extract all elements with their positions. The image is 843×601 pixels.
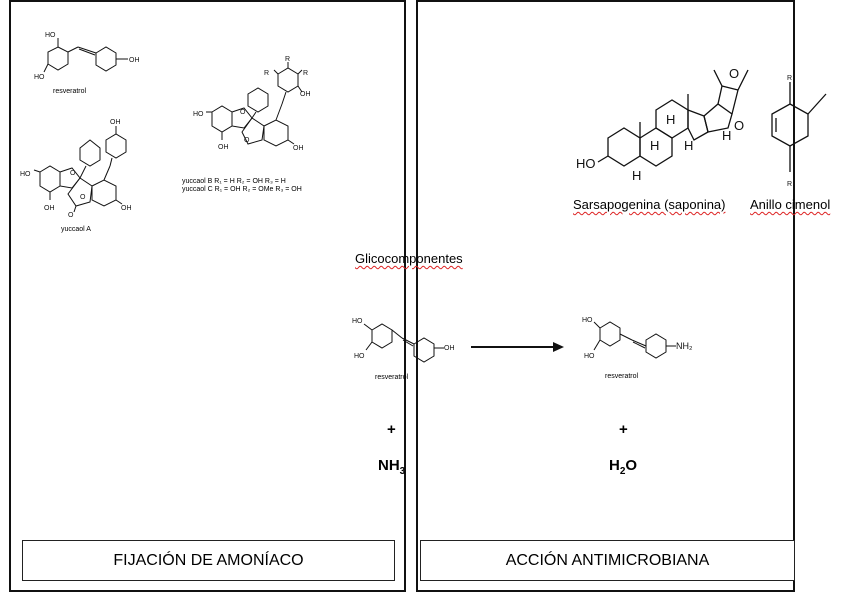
atom-label: H bbox=[666, 112, 675, 127]
ammonia-formula: NH3 bbox=[378, 457, 406, 477]
atom-label: NH₂ bbox=[676, 341, 693, 351]
atom-label: OH bbox=[110, 119, 121, 126]
water-formula: H2O bbox=[609, 457, 638, 477]
atom-label: HO bbox=[34, 74, 45, 81]
plus-sign-left: + bbox=[387, 421, 396, 438]
atom-label: HO bbox=[45, 32, 56, 39]
atom-label: O bbox=[80, 194, 86, 201]
atom-label: OH bbox=[129, 57, 140, 64]
atom-label: R bbox=[303, 70, 308, 77]
atom-label: O bbox=[244, 137, 250, 144]
atom-label: HO bbox=[582, 317, 593, 324]
atom-label: O bbox=[729, 66, 739, 81]
atom-label: H bbox=[684, 138, 693, 153]
molecule-label-yuccaol-b: yuccaol B R₁ = H R₂ = OH R₃ = H bbox=[182, 178, 286, 185]
atom-label: R bbox=[787, 75, 792, 82]
atom-label: H bbox=[650, 138, 659, 153]
yuccaol-bc-structure: HO OH OH OH R R R O O bbox=[193, 56, 311, 152]
plus-sign-right: + bbox=[619, 421, 628, 438]
panel-ammonia-fixation bbox=[9, 0, 406, 592]
caption-antimicrobial-action: ACCIÓN ANTIMICROBIANA bbox=[420, 540, 795, 581]
atom-label: HO bbox=[584, 353, 595, 360]
atom-label: H bbox=[722, 128, 731, 143]
atom-label: HO bbox=[20, 171, 31, 178]
molecule-label-yuccaol-c: yuccaol C R₁ = OH R₂ = OMe R₃ = OH bbox=[182, 186, 302, 193]
atom-label: OH bbox=[218, 144, 229, 151]
cymenol-ring-structure: R R bbox=[771, 75, 827, 188]
molecule-label-yuccaol-a: yuccaol A bbox=[61, 226, 91, 233]
atom-label: O bbox=[70, 170, 76, 177]
molecule-label-resveratrol-top: resveratrol bbox=[53, 88, 87, 95]
atom-label: R bbox=[787, 181, 792, 188]
sarsapogenin-structure: HO O O H H H H H bbox=[576, 66, 749, 183]
molecule-label-sarsapogenin: Sarsapogenina (saponina) bbox=[573, 197, 726, 212]
resveratrol-center-structure: HO OH HO bbox=[352, 318, 455, 363]
reaction-arrow bbox=[471, 342, 564, 352]
atom-label: OH bbox=[121, 205, 132, 212]
atom-label: HO bbox=[354, 353, 365, 360]
atom-label: OH bbox=[44, 205, 55, 212]
atom-label: O bbox=[734, 118, 744, 133]
resveratrol-top-structure: HO OH HO bbox=[34, 32, 140, 81]
resveratrol-amino-structure: HO HO NH₂ bbox=[582, 317, 693, 360]
molecule-label-resveratrol-center: resveratrol bbox=[375, 374, 409, 381]
atom-label: H bbox=[632, 168, 641, 183]
atom-label: O bbox=[240, 109, 246, 116]
glycocomponents-label: Glicocomponentes bbox=[355, 251, 463, 266]
molecule-label-resveratrol-right: resveratrol bbox=[605, 373, 639, 380]
panel-antimicrobial-action bbox=[416, 0, 795, 592]
atom-label: HO bbox=[193, 111, 204, 118]
atom-label: HO bbox=[352, 318, 363, 325]
atom-label: O bbox=[68, 212, 74, 219]
atom-label: OH bbox=[300, 91, 311, 98]
yuccaol-a-structure: HO OH OH OH O O O bbox=[20, 119, 132, 219]
atom-label: R bbox=[264, 70, 269, 77]
atom-label: OH bbox=[444, 345, 455, 352]
caption-ammonia-fixation: FIJACIÓN DE AMONÍACO bbox=[22, 540, 395, 581]
molecule-label-cymenol-ring: Anillo cimenol bbox=[750, 197, 831, 212]
atom-label: OH bbox=[293, 145, 304, 152]
atom-label: R bbox=[285, 56, 290, 63]
atom-label: HO bbox=[576, 156, 596, 171]
